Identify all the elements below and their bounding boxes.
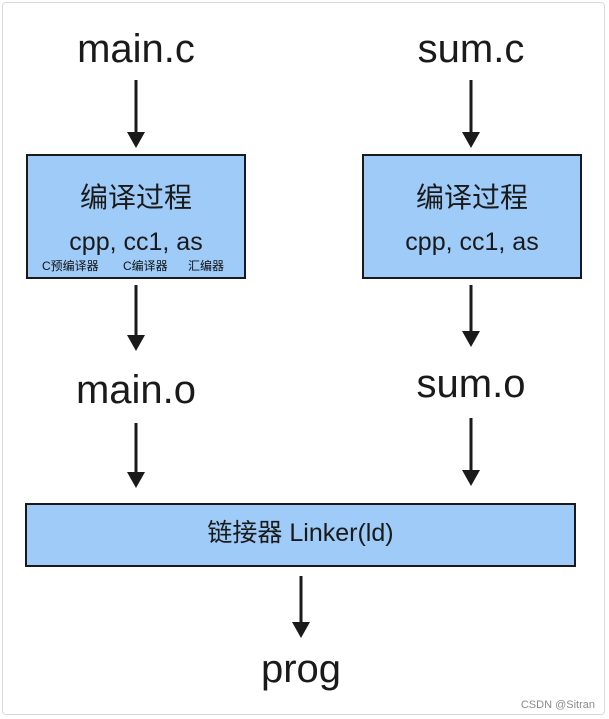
source-main-c: main.c <box>77 27 195 71</box>
object-main-o: main.o <box>75 368 197 412</box>
arrow-sum-o-to-linker <box>462 418 480 486</box>
linker-label: 链接器 Linker(ld) <box>207 519 394 547</box>
arrow-linker-to-prog <box>292 576 310 638</box>
compile-box-left-tools: cpp, cc1, as <box>69 228 203 256</box>
compile-box-right-title: 编译过程 <box>415 182 528 213</box>
compile-box-right: 编译过程 cpp, cc1, as <box>362 154 582 279</box>
compile-box-right-tools: cpp, cc1, as <box>405 228 539 256</box>
arrow-compile-to-main-o <box>127 285 145 351</box>
sublabel-compiler: C编译器 <box>123 259 168 273</box>
sublabel-preprocessor: C预编译器 <box>42 259 99 273</box>
output-prog: prog <box>260 647 342 691</box>
watermark: CSDN @Sitran <box>520 699 595 711</box>
arrow-main-c-to-compile <box>127 80 145 148</box>
compile-box-left: 编译过程 cpp, cc1, as C预编译器 C编译器 汇编器 <box>26 154 246 279</box>
sublabel-assembler: 汇编器 <box>188 259 225 273</box>
arrow-sum-c-to-compile <box>462 80 480 148</box>
arrow-compile-to-sum-o <box>462 285 480 347</box>
arrow-main-o-to-linker <box>127 423 145 488</box>
source-sum-c: sum.c <box>417 27 525 71</box>
object-sum-o: sum.o <box>416 362 526 406</box>
linker-box: 链接器 Linker(ld) <box>25 503 576 567</box>
compile-box-left-title: 编译过程 <box>79 182 192 213</box>
